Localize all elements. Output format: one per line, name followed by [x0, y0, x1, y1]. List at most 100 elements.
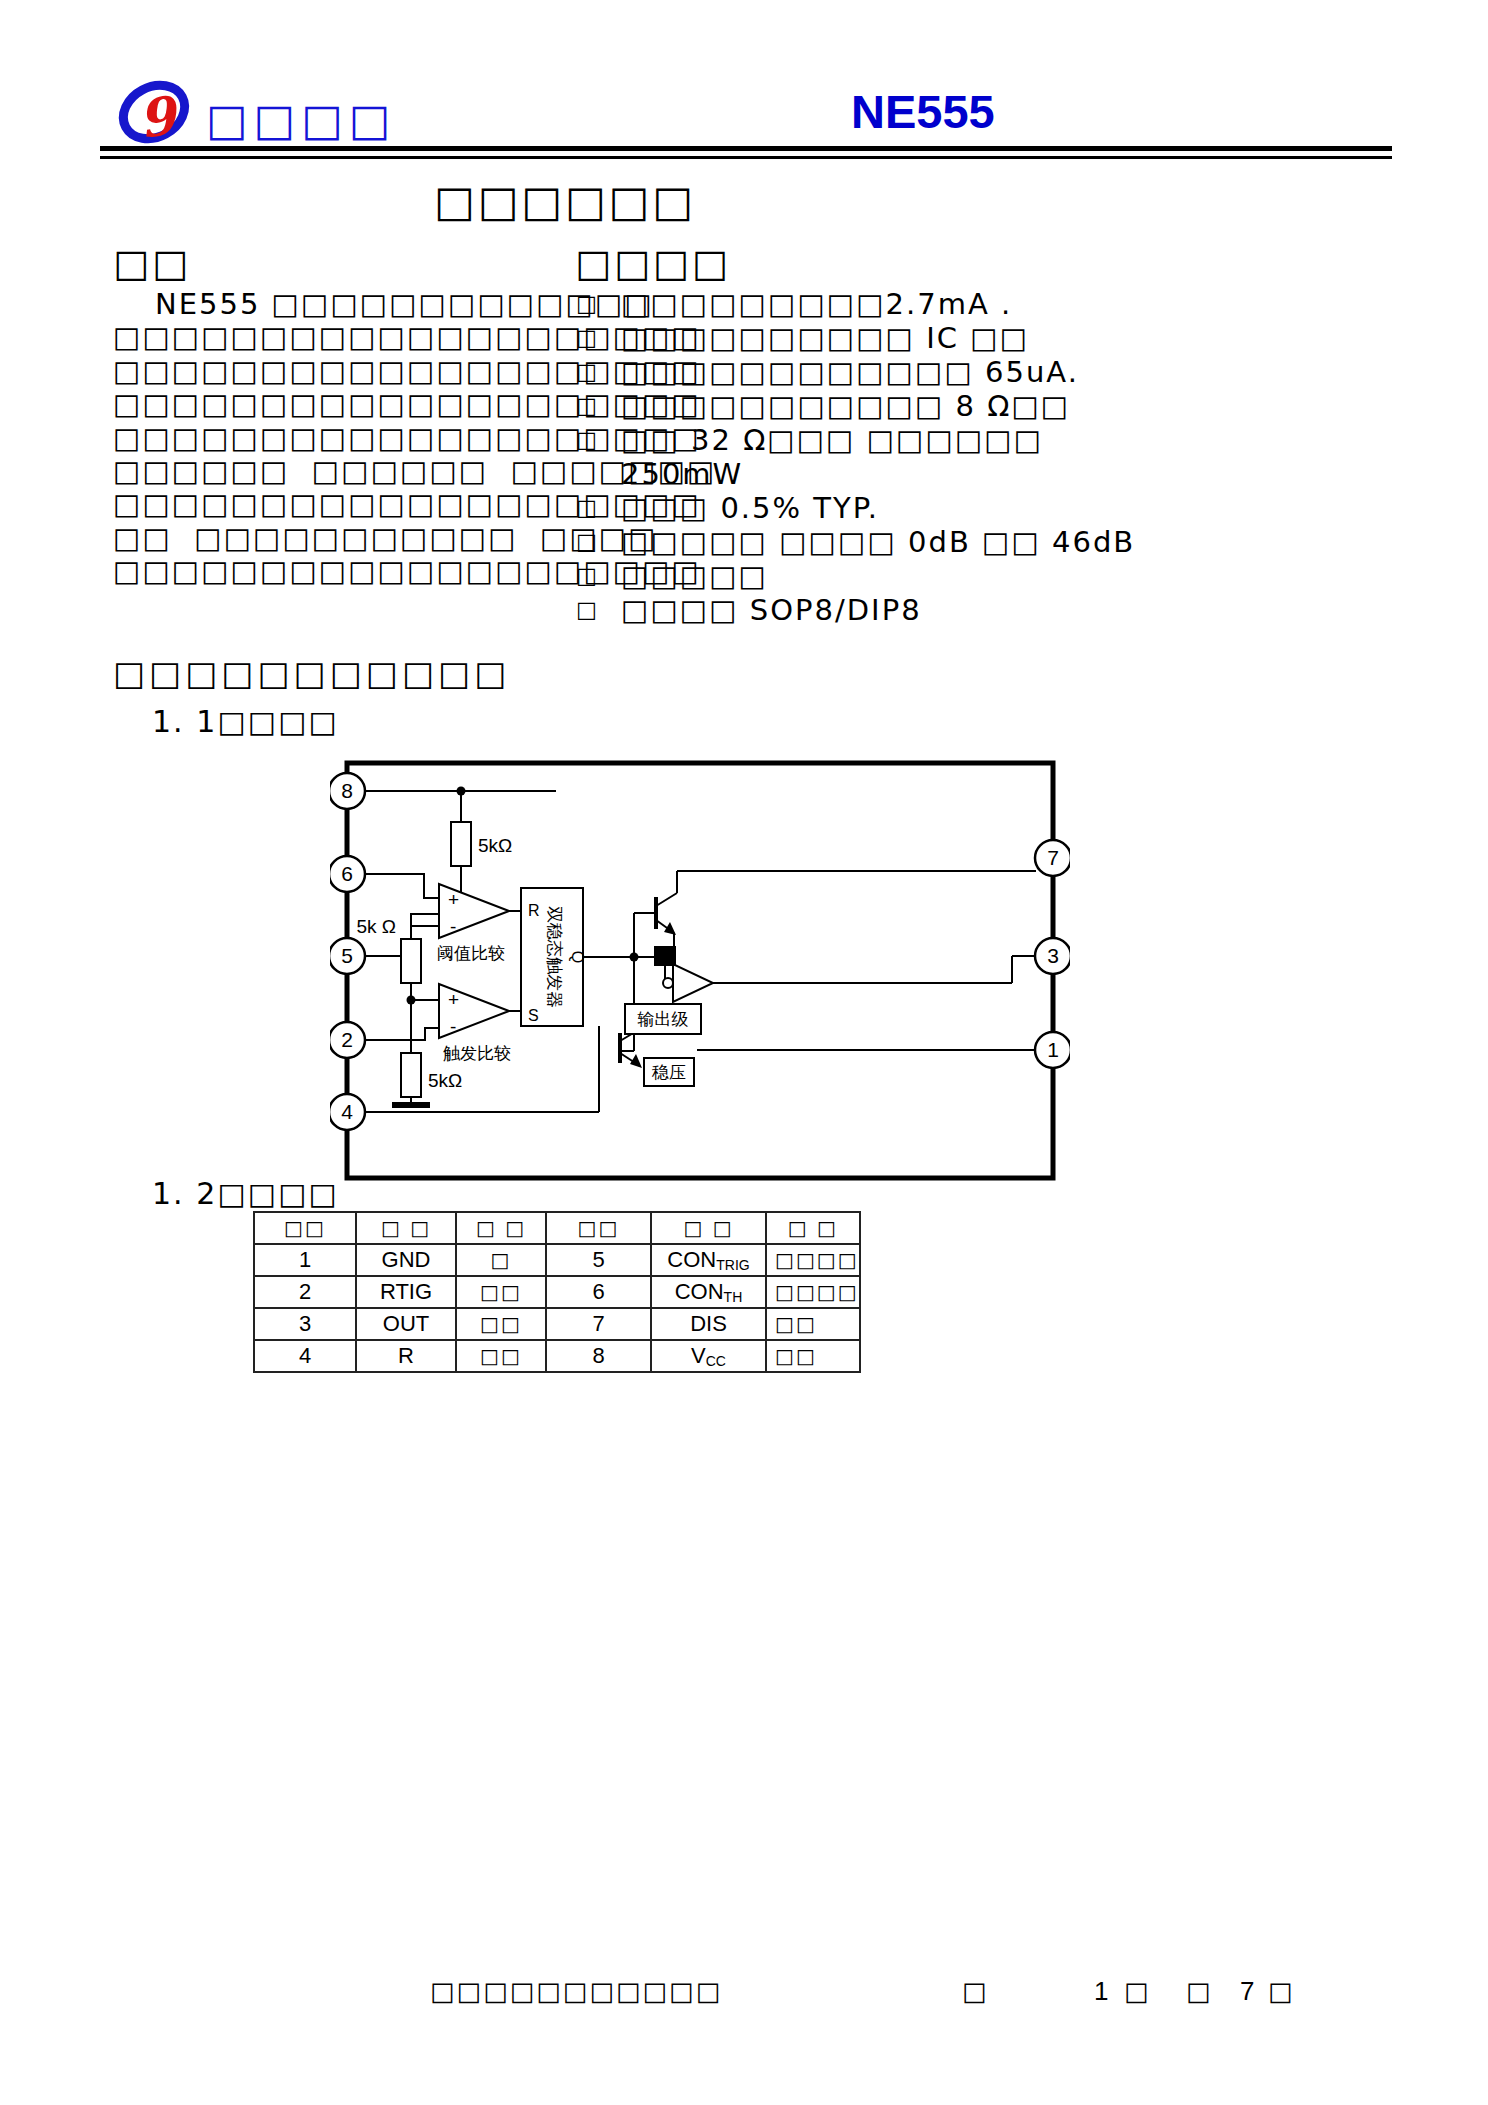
block-diagram: 5kΩ 5k Ω 5kΩ + - 阈值比较 + - 触发比较 R S 双稳态触发…	[330, 748, 1070, 1192]
pin-number-cell: 1	[254, 1244, 356, 1276]
pin-number-cell: 3	[254, 1308, 356, 1340]
table-header-cell: □□	[254, 1212, 356, 1244]
regulator-label: 稳压	[651, 1062, 686, 1082]
pin-number: 5	[341, 944, 353, 967]
company-logo-icon: 9	[108, 78, 208, 150]
flipflop-r-label: R	[528, 902, 540, 919]
document-title: □□□□□□	[434, 176, 696, 226]
footer-page-label: □	[962, 1976, 987, 2006]
features-heading: □□□□	[575, 241, 731, 285]
pin-number: 7	[1047, 846, 1059, 869]
footer-page-label: □	[1268, 1976, 1293, 2006]
paragraph-line: □□ □□□□□□□□□□□ □□□□	[113, 521, 563, 554]
pin-symbol-cell: DIS	[651, 1308, 766, 1340]
table-header-cell: □ □	[766, 1212, 860, 1244]
paragraph-line: □□□□□□□□□□□□□□□□□□□□	[113, 387, 563, 420]
pin-function-cell: □□	[456, 1340, 546, 1372]
feature-text-wrap: 250mW	[621, 457, 1043, 491]
feature-item: □□□□□□□□□□□ IC □□	[576, 321, 1056, 355]
pin-number-cell: 2	[254, 1276, 356, 1308]
header-divider-rule	[100, 146, 1392, 159]
bullet-icon: □	[576, 321, 621, 355]
paragraph-line: □□□□□□□□□□□□□□□□□□□□	[113, 421, 563, 454]
bullet-icon: □	[576, 423, 621, 491]
flipflop-s-label: S	[528, 1007, 539, 1024]
bullet-icon: □	[576, 389, 621, 423]
resistor	[401, 1053, 421, 1097]
table-header-cell: □ □	[356, 1212, 456, 1244]
pin-number: 2	[341, 1028, 353, 1051]
feature-item: □□□□□ SOP8/DIP8	[576, 593, 1056, 627]
minus-sign: -	[450, 916, 456, 937]
pin-number: 8	[341, 779, 353, 802]
section-heading-functional: □□□□□□□□□□□	[113, 653, 510, 693]
feature-text: □□□□□□□□□□□□ 65uA.	[621, 355, 1079, 389]
feature-text: □□□□ SOP8/DIP8	[621, 593, 922, 627]
table-row: 2 RTIG □□ 6 CONTH □□□□	[254, 1276, 860, 1308]
feature-text: □□□□□	[621, 559, 768, 593]
resistor-label: 5kΩ	[428, 1070, 462, 1091]
feature-item: □□□□□□	[576, 559, 1056, 593]
pin-number-cell: 8	[546, 1340, 651, 1372]
feature-text: □□□ 0.5% TYP.	[621, 491, 879, 525]
bullet-icon: □	[576, 525, 621, 559]
table-header-cell: □ □	[651, 1212, 766, 1244]
pin-function-cell: □□	[456, 1308, 546, 1340]
paragraph-line: □□□□□□ □□□□□□ □□□□□□□	[113, 454, 563, 487]
symbol-subscript: TH	[724, 1289, 743, 1305]
pin-number-cell: 7	[546, 1308, 651, 1340]
output-buffer	[673, 964, 713, 1002]
feature-item: □□□□□□□□□□□□□ 65uA.	[576, 355, 1056, 389]
pin-symbol-cell: GND	[356, 1244, 456, 1276]
output-stage-label: 输出级	[638, 1009, 689, 1029]
flipflop-label: 双稳态触发器	[545, 906, 565, 1008]
feature-item: □□□□□□□□□□□□ 8 Ω□□	[576, 389, 1056, 423]
pin-function-cell: □□	[456, 1276, 546, 1308]
minus-sign: -	[450, 1016, 456, 1037]
features-list: □□□□□□□□□□2.7mA . □□□□□□□□□□□ IC □□ □□□□…	[576, 287, 1056, 627]
feature-text: □□□□□□□□□□ IC □□	[621, 321, 1029, 355]
pin-symbol-cell: CONTRIG	[651, 1244, 766, 1276]
table-row: 4 R □□ 8 VCC □□	[254, 1340, 860, 1372]
pin-symbol-cell: CONTH	[651, 1276, 766, 1308]
footer-page-number: 1	[1094, 1976, 1108, 2007]
bullet-icon: □	[576, 355, 621, 389]
pin-number: 1	[1047, 1038, 1059, 1061]
flipflop-q-label: Q	[569, 951, 586, 963]
page-footer: □□□□□□□□□□□ □ 1 □ □ 7 □	[0, 1976, 1488, 2016]
feature-item: □□□□□□□□□□2.7mA .	[576, 287, 1056, 321]
resistor-label: 5k Ω	[356, 916, 396, 937]
table-row: 1 GND □ 5 CONTRIG □□□□	[254, 1244, 860, 1276]
bullet-icon: □	[576, 559, 621, 593]
pin-symbol-cell: VCC	[651, 1340, 766, 1372]
plus-sign: +	[448, 989, 459, 1010]
pin-table: □□ □ □ □ □ □□ □ □ □ □ 1 GND □ 5 CONTRIG …	[253, 1211, 861, 1373]
feature-text: □□ 32 Ω□□□ □□□□□□ 250mW	[621, 423, 1043, 491]
feature-text: □□□□□ □□□□ 0dB □□ 46dB	[621, 525, 1135, 559]
overview-heading: □□	[113, 241, 191, 285]
pin-symbol-cell: R	[356, 1340, 456, 1372]
trigger-comparator-label: 触发比较	[443, 1043, 511, 1063]
feature-text: □□□□□□□□□2.7mA .	[621, 287, 1012, 321]
table-header-cell: □ □	[456, 1212, 546, 1244]
paragraph-line: □□□□□□□□□□□□□□□□□□□□	[113, 320, 563, 353]
bullet-icon: □	[576, 593, 621, 627]
plus-sign: +	[448, 889, 459, 910]
bullet-icon: □	[576, 287, 621, 321]
feature-item: □ □□ 32 Ω□□□ □□□□□□ 250mW	[576, 423, 1056, 491]
pin-number: 6	[341, 862, 353, 885]
table-header-row: □□ □ □ □ □ □□ □ □ □ □	[254, 1212, 860, 1244]
table-header-cell: □□	[546, 1212, 651, 1244]
pin-function-cell: □□□□	[766, 1276, 860, 1308]
footer-page-label: □	[1186, 1976, 1211, 2006]
part-number: NE555	[851, 84, 995, 139]
pin-number-cell: 6	[546, 1276, 651, 1308]
resistor	[401, 939, 421, 983]
footer-page-label: □	[1124, 1976, 1149, 2006]
symbol-subscript: TRIG	[716, 1257, 749, 1273]
company-name: □□□□	[206, 94, 396, 145]
symbol-subscript: CC	[706, 1353, 726, 1369]
resistor	[451, 822, 471, 866]
emitter-arrow-icon	[664, 922, 676, 935]
footer-company: □□□□□□□□□□□	[430, 1976, 722, 2006]
